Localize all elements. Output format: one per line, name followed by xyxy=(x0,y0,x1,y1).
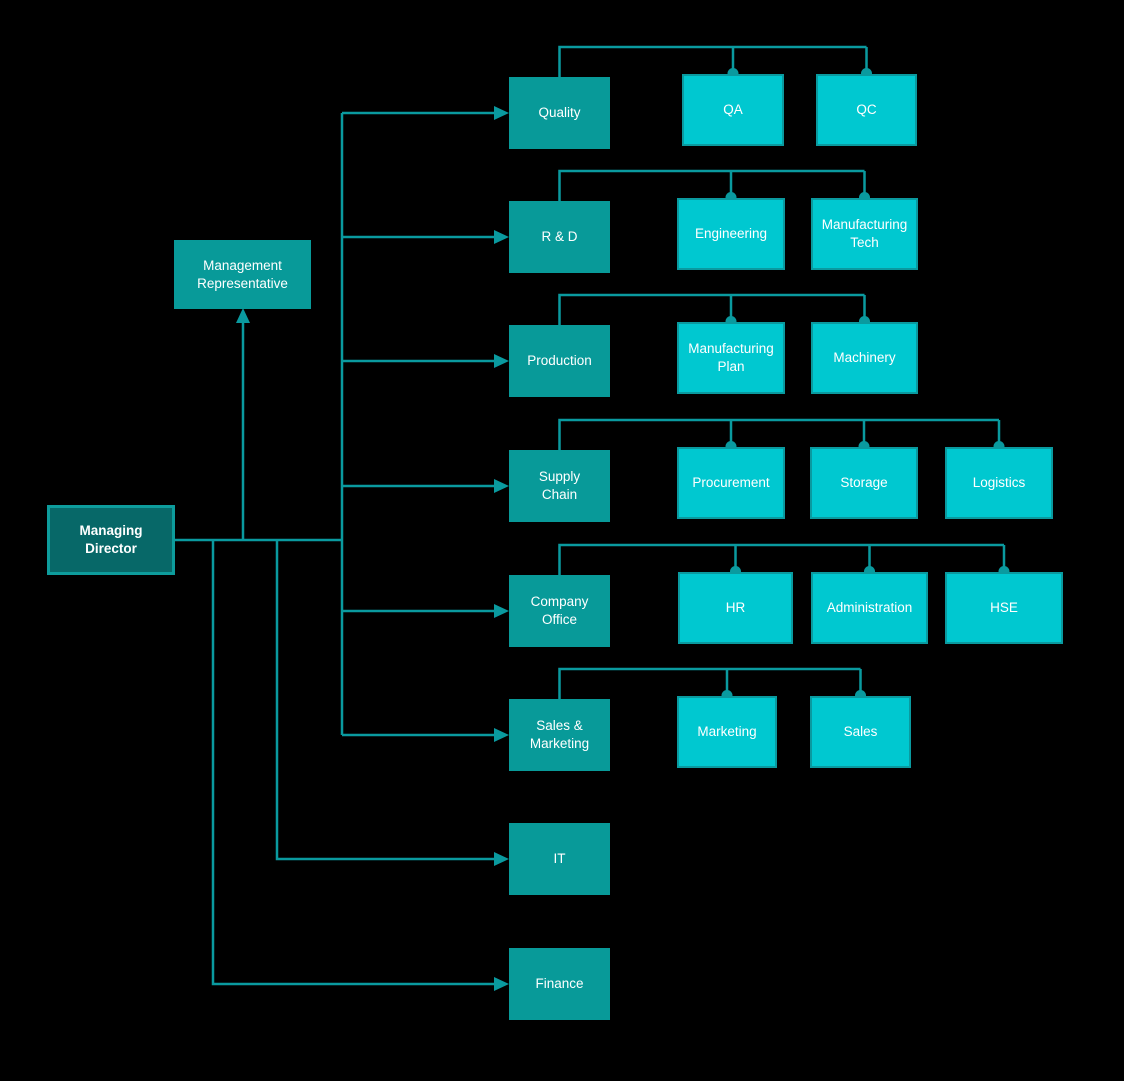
node-child-hr[interactable]: HR xyxy=(678,572,793,644)
bus-company-office xyxy=(558,543,1006,575)
node-child-sales[interactable]: Sales xyxy=(810,696,911,768)
arrowhead-quality xyxy=(494,106,509,120)
node-child-marketing[interactable]: Marketing xyxy=(677,696,777,768)
node-child-administration[interactable]: Administration xyxy=(811,572,928,644)
node-dept-supply-chain[interactable]: Supply Chain xyxy=(509,450,610,522)
node-child-manufacturing-plan[interactable]: Manufacturing Plan xyxy=(677,322,785,394)
node-child-engineering[interactable]: Engineering xyxy=(677,198,785,270)
node-child-hse[interactable]: HSE xyxy=(945,572,1063,644)
connector-md-to-finance xyxy=(211,540,496,986)
arrowhead-production xyxy=(494,354,509,368)
node-child-qa[interactable]: QA xyxy=(682,74,784,146)
arrowhead-finance xyxy=(494,977,509,991)
arrowhead-sales-marketing xyxy=(494,728,509,742)
bus-sales-marketing xyxy=(558,667,862,699)
bus-supply-chain xyxy=(558,418,1001,450)
node-management-representative[interactable]: Management Representative xyxy=(174,240,311,309)
node-dept-company-office[interactable]: Company Office xyxy=(509,575,610,647)
node-dept-sales-marketing[interactable]: Sales & Marketing xyxy=(509,699,610,771)
bus-production xyxy=(558,293,866,325)
arrowhead-it xyxy=(494,852,509,866)
node-child-machinery[interactable]: Machinery xyxy=(811,322,918,394)
node-dept-it[interactable]: IT xyxy=(509,823,610,895)
node-child-storage[interactable]: Storage xyxy=(810,447,918,519)
node-child-qc[interactable]: QC xyxy=(816,74,917,146)
bus-rnd xyxy=(558,169,866,201)
connector-md-to-it xyxy=(275,540,496,861)
node-dept-finance[interactable]: Finance xyxy=(509,948,610,1020)
node-child-procurement[interactable]: Procurement xyxy=(677,447,785,519)
arrowhead-staff xyxy=(236,308,250,323)
arrowhead-company-office xyxy=(494,604,509,618)
arrowhead-supply-chain xyxy=(494,479,509,493)
node-managing-director[interactable]: Managing Director xyxy=(47,505,175,575)
node-dept-rnd[interactable]: R & D xyxy=(509,201,610,273)
arrowhead-rnd xyxy=(494,230,509,244)
bus-quality xyxy=(558,45,868,77)
node-child-manufacturing-tech[interactable]: Manufacturing Tech xyxy=(811,198,918,270)
node-dept-production[interactable]: Production xyxy=(509,325,610,397)
node-dept-quality[interactable]: Quality xyxy=(509,77,610,149)
node-child-logistics[interactable]: Logistics xyxy=(945,447,1053,519)
